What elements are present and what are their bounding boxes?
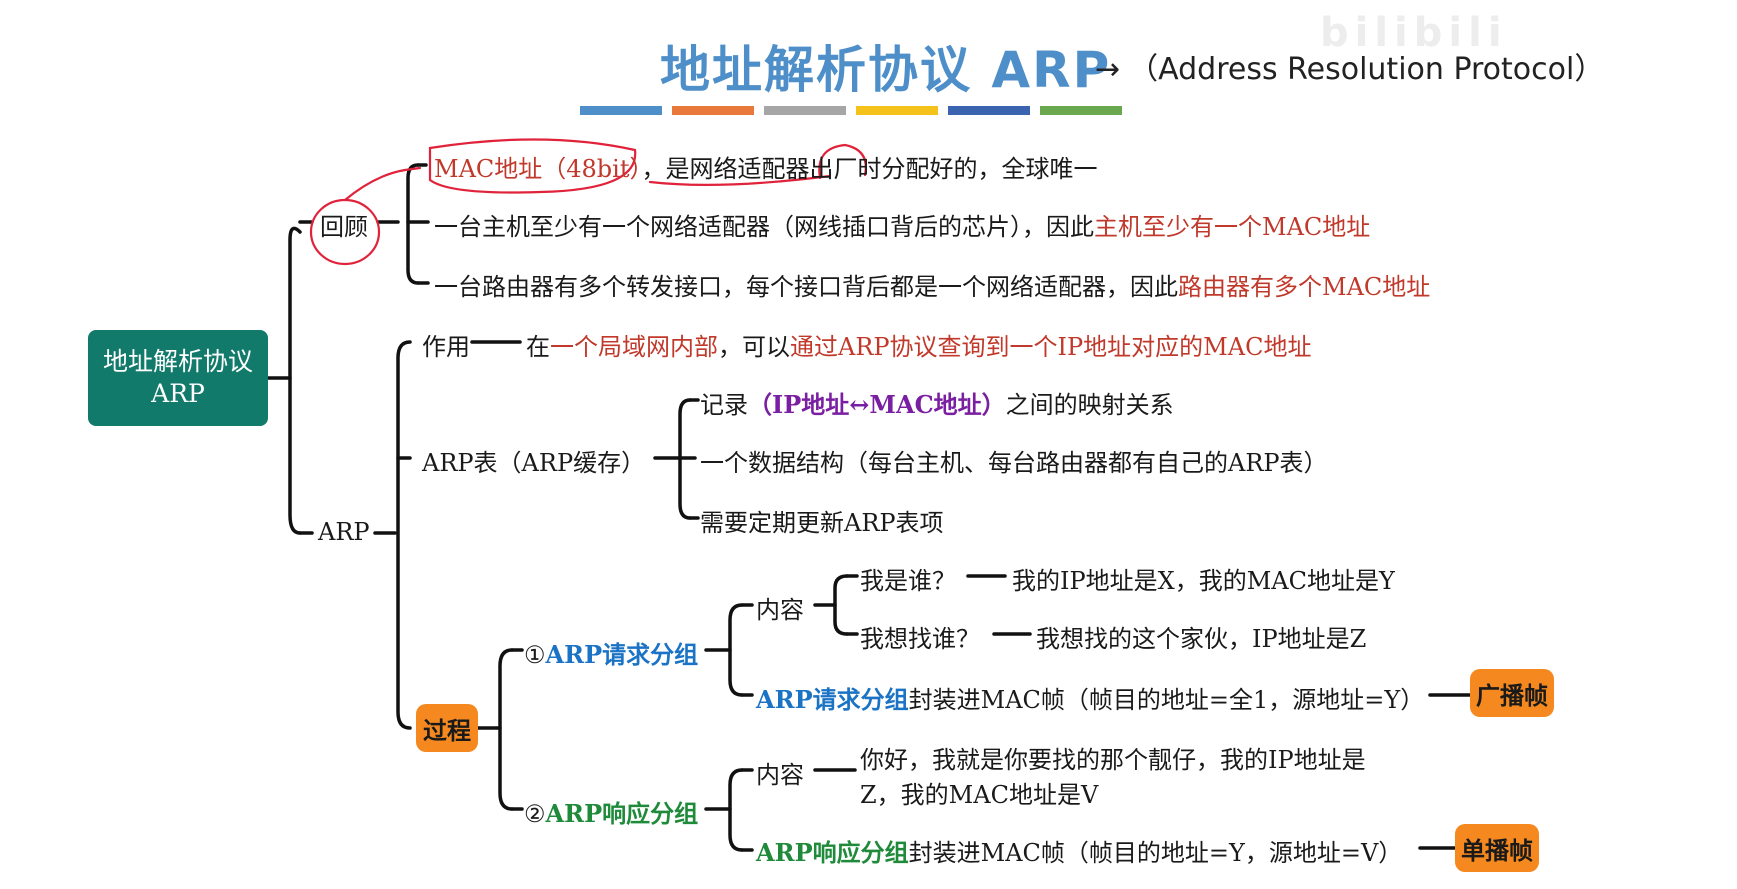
response-encap-rest: 封装进MAC帧（帧目的地址=Y，源地址=V） — [908, 839, 1403, 867]
color-bar-2 — [672, 106, 754, 115]
request-title: ARP请求分组 — [545, 640, 699, 669]
response-num: ② — [524, 800, 546, 828]
request-encap-highlight: ARP请求分组 — [756, 685, 909, 714]
root-line-2: ARP — [151, 379, 205, 408]
purpose-a: 在 — [526, 333, 550, 361]
router-text: 一台路由器有多个转发接口，每个接口背后都是一个网络适配器，因此 — [434, 273, 1178, 301]
arp-table-item-1: 记录（IP地址↔MAC地址）之间的映射关系 — [700, 385, 1174, 420]
host-highlight: 主机至少有一个MAC地址 — [1094, 213, 1371, 241]
response-encap-line: ARP响应分组封装进MAC帧（帧目的地址=Y，源地址=V） — [756, 833, 1402, 868]
arrow-icon: → — [1095, 52, 1121, 87]
router-highlight: 路由器有多个MAC地址 — [1178, 273, 1431, 301]
arp-table-item-3: 需要定期更新ARP表项 — [700, 509, 944, 537]
page-title: 地址解析协议 ARP — [660, 41, 1112, 99]
review-mac-line: MAC地址（48bit），是网络适配器出厂时分配好的，全球唯一 — [434, 149, 1098, 184]
response-encap-highlight: ARP响应分组 — [756, 838, 909, 867]
mac-48bit-text: MAC地址（48bit） — [434, 155, 642, 183]
color-bars — [580, 106, 1122, 115]
review-router-line: 一台路由器有多个转发接口，每个接口背后都是一个网络适配器，因此路由器有多个MAC… — [434, 267, 1430, 302]
arp-label: ARP — [318, 518, 370, 546]
color-bar-4 — [856, 106, 938, 115]
purpose-line: 在一个局域网内部，可以通过ARP协议查询到一个IP地址对应的MAC地址 — [526, 327, 1311, 362]
response-content-line-1: 你好，我就是你要找的那个靓仔，我的IP地址是 — [860, 746, 1366, 774]
review-host-line: 一台主机至少有一个网络适配器（网线插口背后的芯片），因此主机至少有一个MAC地址 — [434, 207, 1370, 242]
response-content-label: 内容 — [756, 761, 804, 789]
request-who-am-i: 我是谁？ — [860, 567, 956, 595]
response-content-line-2: Z，我的MAC地址是V — [860, 781, 1099, 809]
purpose-b: 一个局域网内部 — [550, 333, 718, 361]
table-item1-c: 之间的映射关系 — [1005, 391, 1174, 419]
color-bar-3 — [764, 106, 846, 115]
subtitle-text: （Address Resolution Protocol） — [1128, 52, 1605, 87]
arp-table-item-2: 一个数据结构（每台主机、每台路由器都有自己的ARP表） — [700, 449, 1328, 477]
page-subtitle: →（Address Resolution Protocol） — [1095, 44, 1604, 88]
unicast-frame-badge: 单播帧 — [1455, 824, 1539, 872]
purpose-c: ，可以 — [718, 333, 790, 361]
color-bar-1 — [580, 106, 662, 115]
process-node: 过程 — [416, 704, 478, 752]
purpose-d: 通过ARP协议查询到一个IP地址对应的MAC地址 — [790, 333, 1312, 361]
table-item1-b: （IP地址↔MAC地址） — [748, 390, 1006, 419]
response-title: ARP响应分组 — [545, 799, 699, 828]
request-content-label: 内容 — [756, 596, 804, 624]
request-who-find: 我想找谁？ — [860, 625, 980, 653]
request-encap-line: ARP请求分组封装进MAC帧（帧目的地址=全1，源地址=Y） — [756, 680, 1424, 715]
request-encap-rest: 封装进MAC帧（帧目的地址=全1，源地址=Y） — [908, 686, 1425, 714]
root-node: 地址解析协议 ARP — [88, 330, 268, 426]
watermark: bilibili — [1320, 10, 1508, 56]
request-who-am-i-answer: 我的IP地址是X，我的MAC地址是Y — [1012, 567, 1395, 595]
response-label: ②ARP响应分组 — [524, 794, 698, 829]
mac-rest-text: ，是网络适配器出厂时分配好的，全球唯一 — [641, 155, 1098, 183]
color-bar-6 — [1040, 106, 1122, 115]
arp-table-label: ARP表（ARP缓存） — [422, 449, 646, 477]
request-num: ① — [524, 641, 546, 669]
root-line-1: 地址解析协议 — [102, 347, 253, 376]
request-who-find-answer: 我想找的这个家伙，IP地址是Z — [1036, 625, 1367, 653]
color-bar-5 — [948, 106, 1030, 115]
request-label: ①ARP请求分组 — [524, 635, 698, 670]
review-label: 回顾 — [320, 213, 368, 241]
purpose-label: 作用 — [422, 333, 470, 361]
table-item1-a: 记录 — [700, 391, 748, 419]
broadcast-frame-badge: 广播帧 — [1470, 669, 1554, 717]
host-text: 一台主机至少有一个网络适配器（网线插口背后的芯片），因此 — [434, 213, 1094, 241]
